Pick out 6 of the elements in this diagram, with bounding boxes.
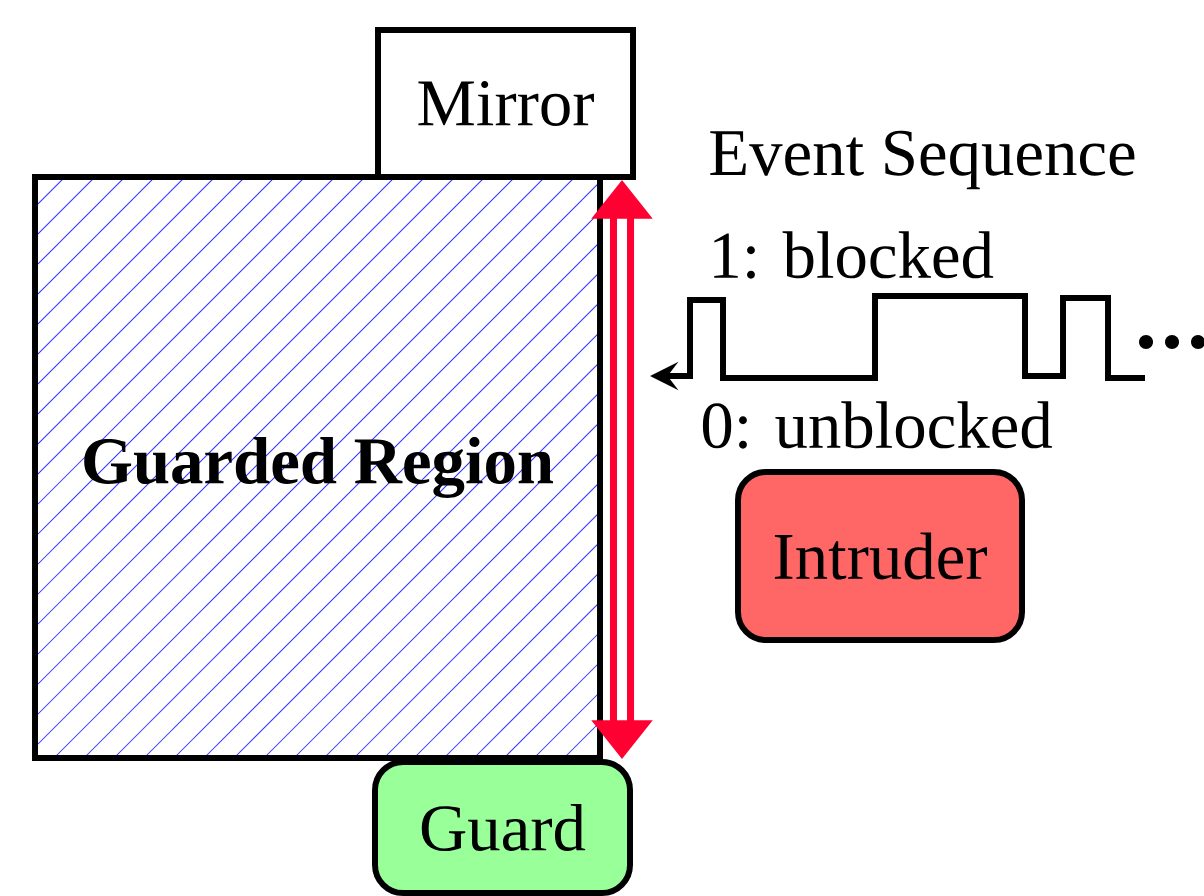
intruder-box: Intruder — [735, 469, 1025, 643]
text-label: 0: unblocked — [702, 401, 1052, 449]
text-label: Event Sequence — [710, 130, 1135, 190]
guard-box: Guard — [372, 759, 633, 896]
text-label: 1: blocked — [714, 231, 994, 279]
mirror-box: Mirror — [375, 27, 636, 180]
